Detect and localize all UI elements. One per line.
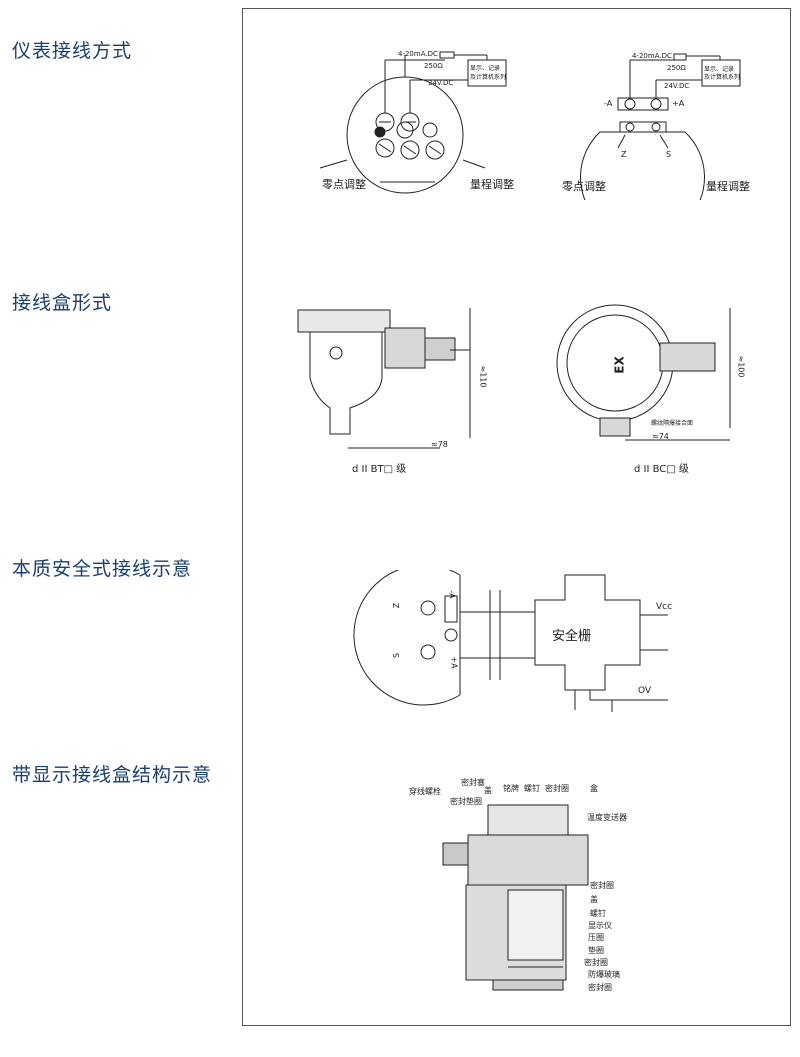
left-device-label-2: 及计算机系列 [470,74,507,81]
section-title-wiring: 仪表接线方式 [12,40,133,62]
display-box-structure [442,804,589,991]
label-box: 盒 [590,784,598,793]
wiring-diagrams [319,51,741,200]
safety-z-label: Z [392,602,402,609]
left-resistor-label: 250Ω [424,62,443,70]
label-seal-plug: 密封塞 [461,778,485,787]
label-screw-2: 螺钉 [590,909,606,918]
right-s-label: S [666,150,672,159]
box-bt-drawing [297,308,471,449]
box-bc-caption: d II BC□ 级 [634,464,689,475]
label-transmitter: 温度变送器 [587,813,627,822]
label-cover-2: 盖 [590,895,598,904]
right-supply-label: 24V.DC [664,82,690,90]
box-bc-note: 螺纹隔爆接合面 [651,420,694,427]
diagram-frame [242,8,791,1026]
section-title-box: 接线盒形式 [12,292,113,314]
safety-vcc-label: Vcc [656,602,673,612]
left-device-label-1: 显示、记录 [470,65,501,72]
box-bt-height: ≈110 [478,365,488,388]
right-current-label: 4-20mA.DC [632,52,672,60]
box-bc-height: ≈100 [736,355,746,378]
right-span-label: 量程调整 [706,180,750,193]
label-seal-ring-1: 密封圈 [545,784,569,793]
left-supply-label: 24V.DC [428,79,454,87]
right-plus-label: +A [672,99,685,108]
junction-box-drawings [297,304,731,449]
right-z-label: Z [621,150,627,159]
right-resistor-label: 250Ω [667,64,686,72]
label-gasket: 垫圈 [588,946,604,955]
safety-s-label: S [392,652,402,659]
label-seal-ring-2: 密封圈 [590,881,614,890]
label-display: 显示仪 [588,921,612,930]
label-nameplate: 铭牌 [503,784,519,793]
right-device-label-2: 及计算机系列 [704,74,741,81]
left-zero-label: 零点调整 [322,178,366,191]
left-current-label: 4-20mA.DC [398,50,438,58]
label-seal-ring-4: 密封圈 [588,983,612,992]
right-zero-label: 零点调整 [562,180,606,193]
safety-ov-label: OV [638,686,652,696]
box-bc-drawing [556,304,731,441]
label-gland-bolt: 穿线螺栓 [409,787,441,796]
box-bc-width: ≈74 [652,432,669,441]
box-bt-width: ≈78 [431,440,448,449]
label-cover: 盖 [484,786,492,795]
label-screw-1: 螺钉 [524,784,540,793]
safety-wiring-diagram [353,570,668,712]
safety-minus-label: -A [447,590,457,599]
left-span-label: 量程调整 [470,178,514,191]
label-glass: 防爆玻璃 [588,970,620,979]
safety-plus-label: +A [449,656,459,669]
right-device-label-1: 显示、记录 [704,66,735,73]
label-press-ring: 压圈 [588,933,604,942]
label-seal-ring-3: 密封圈 [584,958,608,967]
box-bt-caption: d II BT□ 级 [352,464,407,475]
label-seal-washer: 密封垫圈 [450,797,482,806]
section-title-safety: 本质安全式接线示意 [12,558,193,580]
section-title-structure: 带显示接线盒结构示意 [12,764,213,786]
box-bc-ex-mark: EX [612,356,627,374]
right-minus-label: -A [604,99,613,108]
right-terminal-head [580,53,741,200]
left-terminal-head [319,51,507,194]
safety-barrier-label: 安全栅 [552,629,592,644]
